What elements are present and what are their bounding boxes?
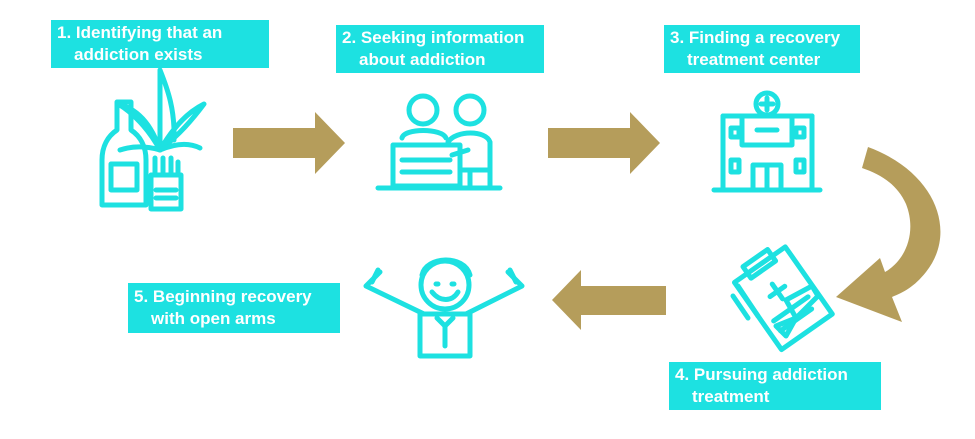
step-2-line-2: about addiction — [359, 50, 486, 69]
step-4-number: 4. — [675, 365, 690, 384]
step-2-label: 2. Seeking information about addiction — [336, 25, 544, 73]
arrow-4-to-5 — [552, 270, 666, 330]
step-5-line-1: Beginning recovery — [152, 287, 312, 306]
step-2-line-1: Seeking information — [360, 28, 525, 47]
alcohol-cannabis-cigarettes-icon — [99, 67, 207, 212]
consultation-desk-icon — [375, 93, 503, 191]
step-4-line-2: treatment — [692, 387, 770, 406]
step-3-label: 3. Finding a recovery treatment center — [664, 25, 860, 73]
arrow-1-to-2 — [233, 112, 345, 174]
step-1-line-1: Identifying that an — [75, 23, 223, 42]
step-4-label: 4. Pursuing addiction treatment — [669, 362, 881, 410]
step-5-number: 5. — [134, 287, 149, 306]
medical-clipboard-icon — [730, 244, 835, 353]
step-1-line-2: addiction exists — [74, 45, 203, 64]
step-2-number: 2. — [342, 28, 357, 47]
arrow-3-to-4-curved — [836, 147, 941, 322]
step-1-label: 1. Identifying that an addiction exists — [51, 20, 269, 68]
step-3-number: 3. — [670, 28, 685, 47]
step-3-line-1: Finding a recovery — [688, 28, 841, 47]
step-5-label: 5. Beginning recovery with open arms — [128, 283, 340, 333]
step-4-line-1: Pursuing addiction — [693, 365, 848, 384]
step-3-line-2: treatment center — [687, 50, 821, 69]
step-5-line-2: with open arms — [151, 309, 276, 328]
hospital-building-icon — [711, 90, 823, 193]
arrow-2-to-3 — [548, 112, 660, 174]
step-1-number: 1. — [57, 23, 72, 42]
celebrating-person-icon — [363, 257, 525, 359]
